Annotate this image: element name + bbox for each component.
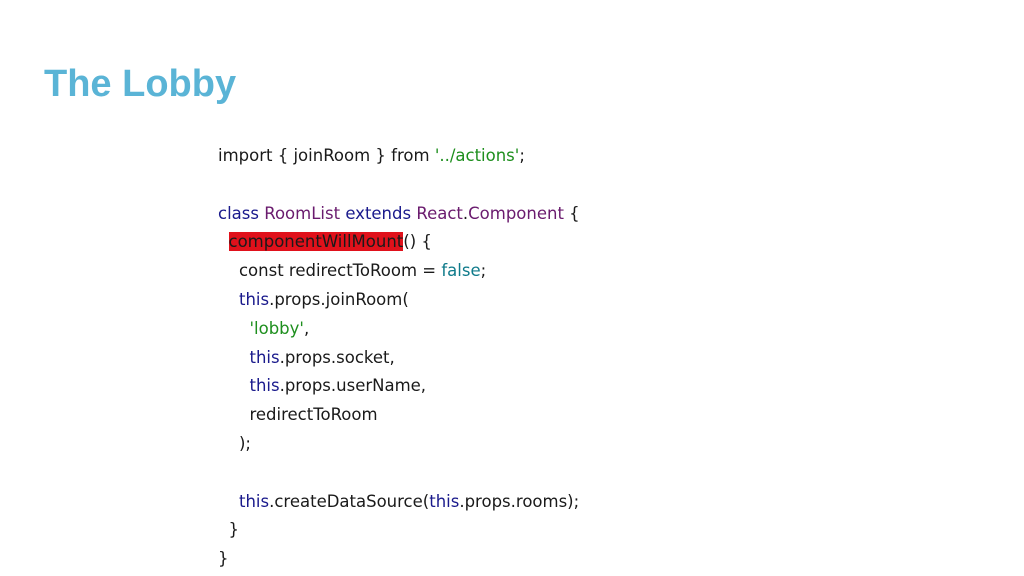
keyword: class	[218, 203, 265, 223]
keyword: this	[249, 347, 280, 367]
string-literal: 'lobby'	[249, 318, 304, 338]
code-line-const: const redirectToRoom = false;	[218, 261, 487, 281]
code-line-close-method: }	[218, 520, 239, 540]
string-literal: '../actions'	[434, 146, 520, 165]
boolean-literal: false	[441, 261, 481, 281]
code-line-import: import { joinRoom } from '../actions';	[218, 146, 525, 165]
code-line-create-datasource: this.createDataSource(this.props.rooms);	[238, 491, 580, 511]
highlighted-method-name: componentWillMount	[228, 232, 404, 252]
class-name: React	[416, 203, 463, 223]
class-name: RoomList	[264, 203, 341, 223]
keyword: this	[238, 491, 270, 511]
code-line-class-decl: class RoomList extends React.Component {	[218, 203, 580, 223]
code-line-blank	[218, 171, 580, 200]
class-name: Component	[468, 203, 564, 223]
code-line-arg-redirect: redirectToRoom	[218, 405, 378, 425]
code-line-close-call: );	[218, 433, 251, 453]
keyword: this	[429, 491, 460, 511]
keyword: this	[238, 289, 270, 309]
code-line-close-class: }	[218, 549, 229, 569]
code-line-blank	[218, 459, 580, 488]
keyword: extends	[345, 203, 412, 223]
code-line-join-room: this.props.joinRoom(	[238, 289, 409, 309]
code-line-arg-lobby: 'lobby',	[249, 318, 310, 338]
slide-title: The Lobby	[44, 63, 237, 105]
code-line-arg-username: this.props.userName,	[249, 376, 427, 396]
keyword: this	[249, 376, 280, 396]
code-line-arg-socket: this.props.socket,	[249, 347, 395, 367]
code-block: import { joinRoom } from '../actions'; c…	[218, 142, 580, 574]
code-line-method: componentWillMount() {	[228, 232, 432, 252]
